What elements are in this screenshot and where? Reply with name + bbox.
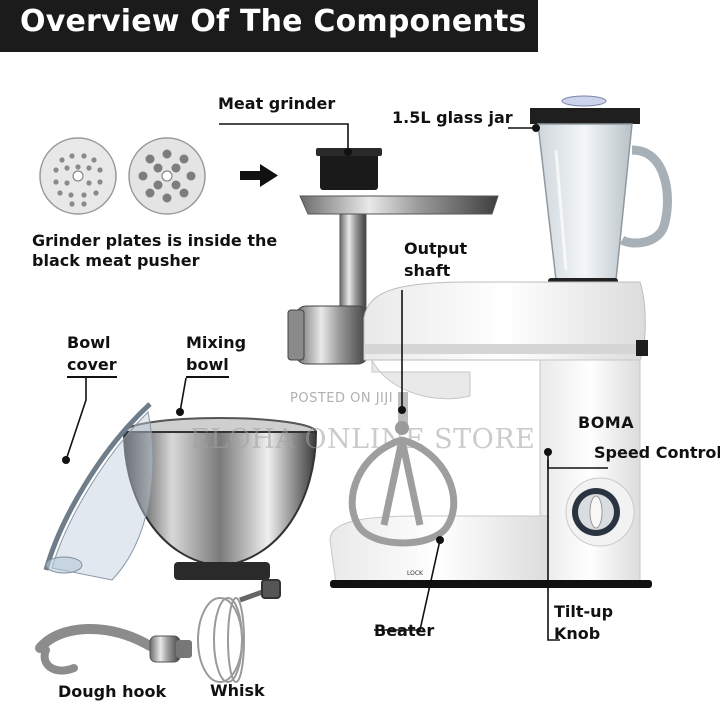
label-tilt-up-2: Knob [554, 624, 601, 643]
label-output-shaft-2: shaft [404, 261, 451, 280]
label-grinder-plates-1: Grinder plates is inside the [32, 231, 278, 250]
label-mixing-bowl-1: Mixing [186, 333, 247, 352]
leader-lines [65, 123, 608, 641]
label-dough-hook: Dough hook [58, 682, 167, 701]
label-beater: Beater [374, 621, 435, 640]
label-meat-grinder: Meat grinder [218, 94, 336, 113]
label-whisk: Whisk [210, 681, 265, 700]
brand-logo: BOMA [578, 413, 635, 432]
header-banner: Overview Of The Components [0, 0, 538, 52]
label-bowl-cover-1: Bowl [67, 333, 111, 352]
label-tilt-up-1: Tilt-up [554, 602, 614, 621]
beater [348, 436, 458, 547]
mixing-bowl [122, 417, 318, 580]
label-grinder-plates-2: black meat pusher [32, 251, 200, 270]
label-output-shaft-1: Output [404, 239, 468, 258]
callout-dot-icon [62, 124, 552, 544]
lock-label: LOCK [407, 570, 423, 577]
dough-hook [35, 624, 192, 675]
whisk [197, 579, 281, 683]
label-glass-jar: 1.5L glass jar [392, 108, 513, 127]
label-bowl-cover-2: cover [67, 354, 117, 378]
watermark-posted: POSTED ON JIJI [290, 391, 394, 406]
speed-control-knob [565, 477, 635, 547]
label-speed-control: Speed Control [594, 443, 720, 462]
grinder-plate-coarse-icon [128, 137, 206, 215]
right-arrow-icon [240, 164, 278, 187]
page-title: Overview Of The Components [20, 4, 527, 39]
bowl-cover [43, 402, 154, 581]
label-mixing-bowl-2: bowl [186, 354, 229, 378]
watermark-store: ELOHA ONLINE STORE [190, 424, 536, 455]
glass-jar [530, 95, 672, 308]
grinder-plate-fine-icon [39, 137, 117, 215]
